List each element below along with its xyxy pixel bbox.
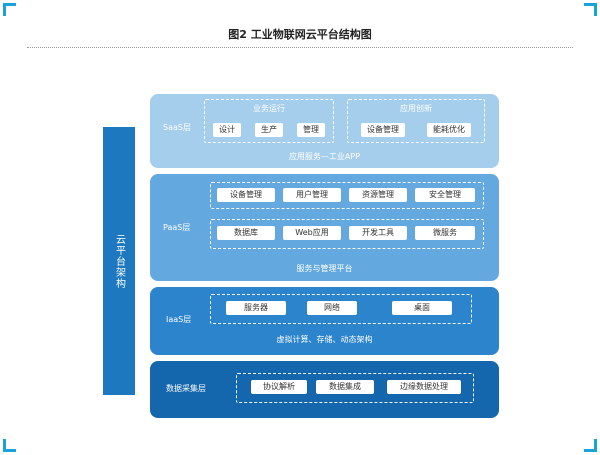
iaas-layer-name: IaaS层 [166,315,192,324]
frame-corner-bottom-right [584,439,597,452]
energy-optimization-box: 能耗优化 [427,123,471,137]
paas-service-row: 数据库 Web应用 开发工具 微服务 [210,219,484,249]
application-innovation-title: 应用创新 [400,104,432,113]
paas-security-management-box: 安全管理 [415,188,475,202]
database-box: 数据库 [217,226,275,240]
server-box: 服务器 [226,301,286,315]
image-frame [3,3,597,452]
equipment-management-box: 设备管理 [361,123,405,137]
management-box: 管理 [297,123,325,137]
data-acquisition-row: 协议解析 数据集成 边缘数据处理 [236,373,474,403]
paas-equipment-management-box: 设备管理 [217,188,275,202]
frame-corner-top-left [3,3,16,16]
figure-title: 图2 工业物联网云平台结构图 [228,28,372,41]
edge-data-processing-box: 边缘数据处理 [387,380,461,394]
paas-management-row: 设备管理 用户管理 资源管理 安全管理 [210,182,484,209]
business-operation-group: 业务运行 设计 生产 管理 [204,99,334,143]
frame-corner-top-right [584,3,597,16]
data-acquisition-layer: 数据采集层 协议解析 数据集成 边缘数据处理 [150,361,499,418]
application-innovation-group: 应用创新 设备管理 能耗优化 [347,99,485,143]
network-box: 网络 [307,301,357,315]
paas-user-management-box: 用户管理 [283,188,341,202]
title-divider [27,47,573,48]
design-box: 设计 [213,123,241,137]
frame-corner-bottom-left [3,439,16,452]
cloud-platform-side-bar: 云平台架构 [103,127,135,395]
saas-footer: 应用服务—工业APP [288,152,361,161]
data-integration-box: 数据集成 [316,380,374,394]
side-bar-label: 云平台架构 [113,233,125,289]
protocol-parsing-box: 协议解析 [251,380,307,394]
data-acquisition-layer-name: 数据采集层 [166,384,206,393]
iaas-resource-row: 服务器 网络 桌面 [210,294,472,324]
iaas-footer: 虚拟计算、存储、动态架构 [276,335,373,344]
business-operation-title: 业务运行 [253,104,285,113]
paas-layer: PaaS层 设备管理 用户管理 资源管理 安全管理 数据库 Web应用 开发工具… [150,174,499,281]
paas-footer: 服务与管理平台 [296,264,353,273]
web-application-box: Web应用 [283,226,341,240]
iaas-layer: IaaS层 服务器 网络 桌面 虚拟计算、存储、动态架构 [150,287,499,355]
production-box: 生产 [255,123,283,137]
paas-layer-name: PaaS层 [163,223,191,232]
paas-resource-management-box: 资源管理 [349,188,407,202]
saas-layer: SaaS层 业务运行 设计 生产 管理 应用创新 设备管理 能耗优化 应用服务—… [150,94,499,168]
saas-layer-name: SaaS层 [163,123,191,132]
microservice-box: 微服务 [415,226,475,240]
dev-tools-box: 开发工具 [349,226,407,240]
desktop-box: 桌面 [392,301,452,315]
